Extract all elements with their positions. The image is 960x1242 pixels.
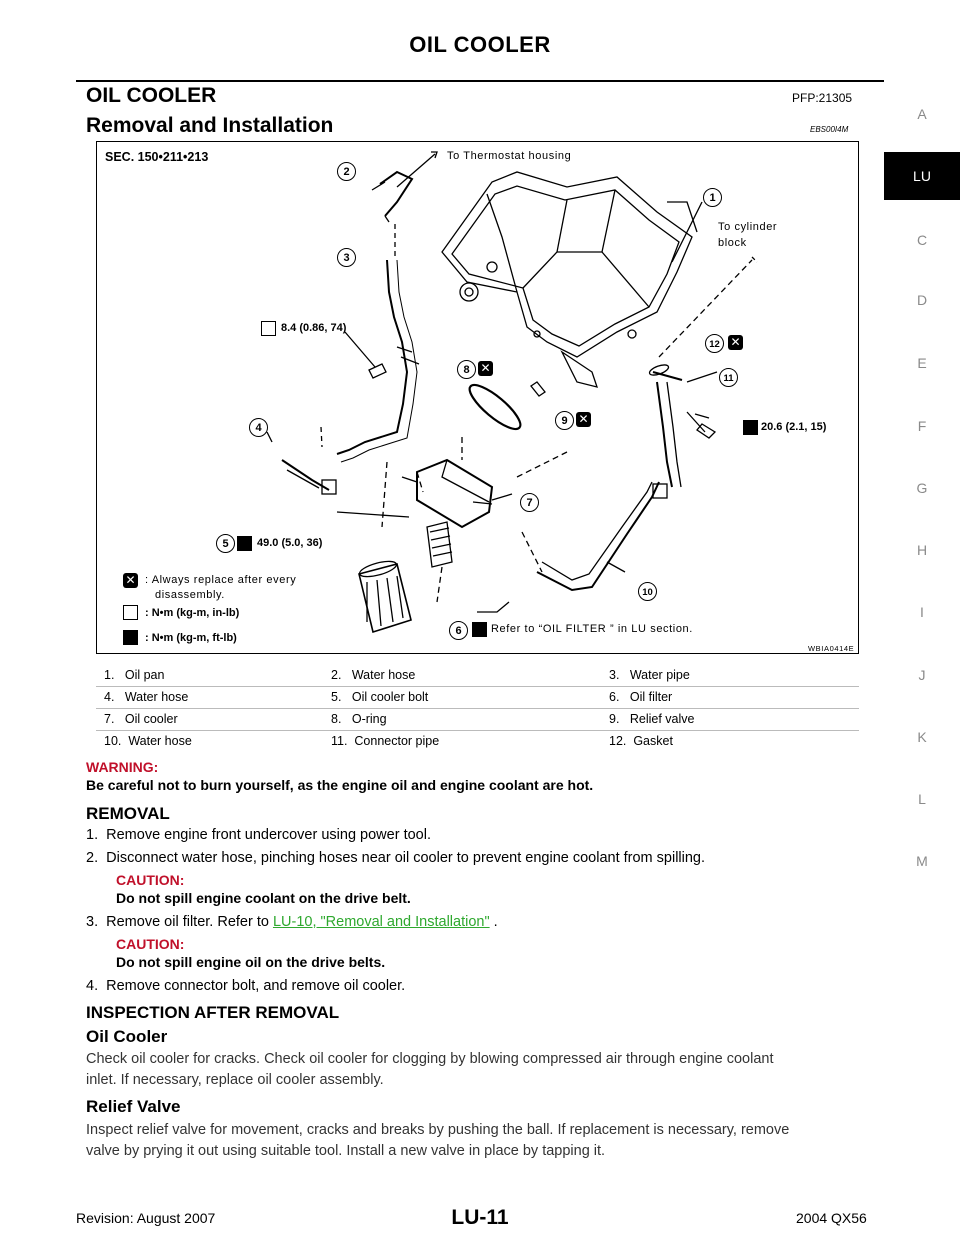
removal-step-2: 2. Disconnect water hose, pinching hoses… — [86, 850, 706, 866]
lu-10-link[interactable]: LU-10, "Removal and Installation" — [272, 914, 490, 930]
side-index-c[interactable]: C — [916, 232, 928, 248]
parts-list: 1. Oil pan 2. Water hose 3. Water pipe 4… — [96, 665, 859, 752]
callout-4: 4 — [249, 418, 268, 437]
callout-2: 2 — [337, 162, 356, 181]
callout-6: 6 — [449, 621, 468, 640]
replace-icon: ✕ — [728, 335, 743, 350]
torque-ft-lb-icon — [123, 630, 138, 645]
removal-step-3-end: . — [489, 914, 498, 930]
footer-model: 2004 QX56 — [796, 1210, 867, 1226]
part-item: 12. Gasket — [609, 734, 673, 748]
relief-valve-subheading: Relief Valve — [86, 1097, 181, 1116]
figure-section-code: SEC. 150•211•213 — [105, 150, 209, 164]
torque-ft-lb-icon — [743, 420, 758, 435]
legend-in-lb: : N•m (kg-m, in-lb) — [145, 607, 240, 619]
figure-label-block: block — [718, 237, 747, 249]
callout-5: 5 — [216, 534, 235, 553]
figure-label-to-thermostat: To Thermostat housing — [447, 150, 572, 162]
part-item: 9. Relief valve — [609, 712, 695, 726]
side-index-g[interactable]: G — [916, 480, 928, 496]
removal-step-1: 1. Remove engine front undercover using … — [86, 827, 431, 843]
oil-filter-reference: Refer to “OIL FILTER ” in LU section. — [491, 623, 693, 635]
removal-step-3-text: 3. Remove oil filter. Refer to — [86, 914, 273, 930]
inspection-heading: INSPECTION AFTER REMOVAL — [86, 1003, 340, 1022]
oil-cooler-text-1: Check oil cooler for cracks. Check oil c… — [86, 1051, 774, 1067]
side-index-lu[interactable]: LU — [884, 152, 960, 200]
oil-cooler-text-2: inlet. If necessary, replace oil cooler … — [86, 1072, 384, 1088]
callout-8: 8 — [457, 360, 476, 379]
warning-heading: WARNING: — [86, 759, 159, 775]
torque-value-oil-cooler-bolt: 49.0 (5.0, 36) — [257, 537, 323, 549]
side-index-i[interactable]: I — [920, 604, 924, 620]
callout-1: 1 — [703, 188, 722, 207]
replace-icon: ✕ — [576, 412, 591, 427]
section-title: OIL COOLER — [86, 84, 217, 107]
parts-row: 1. Oil pan 2. Water hose 3. Water pipe — [96, 665, 859, 686]
torque-ft-lb-icon — [472, 622, 487, 637]
parts-row: 7. Oil cooler 8. O-ring 9. Relief valve — [96, 708, 859, 730]
subsection-title: Removal and Installation — [86, 114, 334, 137]
relief-valve-text-1: Inspect relief valve for movement, crack… — [86, 1122, 790, 1138]
callout-12: 12 — [705, 334, 724, 353]
removal-heading: REMOVAL — [86, 804, 170, 823]
callout-9: 9 — [555, 411, 574, 430]
side-index-e[interactable]: E — [917, 355, 927, 371]
callout-11: 11 — [719, 368, 738, 387]
side-index-k[interactable]: K — [917, 729, 927, 745]
torque-in-lb-icon — [261, 321, 276, 336]
callout-10: 10 — [638, 582, 657, 601]
torque-value-pipe-bolt: 8.4 (0.86, 74) — [281, 322, 347, 334]
part-item: 8. O-ring — [331, 712, 387, 726]
figure-label-to-cylinder: To cylinder — [718, 221, 778, 233]
part-item: 4. Water hose — [104, 690, 189, 704]
part-item: 1. Oil pan — [104, 668, 165, 682]
part-item: 10. Water hose — [104, 734, 192, 748]
removal-step-4: 4. Remove connector bolt, and remove oil… — [86, 978, 406, 994]
part-item: 5. Oil cooler bolt — [331, 690, 429, 704]
part-item: 2. Water hose — [331, 668, 416, 682]
torque-ft-lb-icon — [237, 536, 252, 551]
caution-text: Do not spill engine coolant on the drive… — [116, 890, 411, 906]
side-index-f[interactable]: F — [917, 418, 927, 434]
parts-row: 4. Water hose 5. Oil cooler bolt 6. Oil … — [96, 686, 859, 708]
legend-ft-lb: : N•m (kg-m, ft-lb) — [145, 632, 237, 644]
section-code: PFP:21305 — [792, 91, 853, 105]
header-rule — [76, 80, 884, 82]
part-item: 3. Water pipe — [609, 668, 690, 682]
caution-text: Do not spill engine oil on the drive bel… — [116, 954, 386, 970]
footer-revision: Revision: August 2007 — [76, 1210, 216, 1226]
exploded-view-figure: SEC. 150•211•213 To Thermostat housing T… — [96, 141, 859, 654]
part-item: 6. Oil filter — [609, 690, 673, 704]
legend-replace-line2: disassembly. — [155, 589, 225, 601]
replace-icon: ✕ — [478, 361, 493, 376]
legend-replace-line1: : Always replace after every — [145, 574, 297, 586]
torque-in-lb-icon — [123, 605, 138, 620]
side-index-h[interactable]: H — [916, 542, 928, 558]
removal-step-3: 3. Remove oil filter. Refer to LU-10, "R… — [86, 912, 498, 933]
part-item: 11. Connector pipe — [331, 734, 440, 748]
callout-3: 3 — [337, 248, 356, 267]
side-index-l[interactable]: L — [918, 791, 926, 807]
side-index-j[interactable]: J — [918, 667, 926, 683]
replace-icon: ✕ — [123, 573, 138, 588]
side-index: A LU C D E F G H I J K L M — [884, 0, 960, 1242]
oil-cooler-subheading: Oil Cooler — [86, 1027, 168, 1046]
page-title: OIL COOLER — [409, 32, 551, 57]
side-index-d[interactable]: D — [916, 292, 928, 308]
caution-heading: CAUTION: — [116, 936, 185, 952]
side-index-a[interactable]: A — [917, 106, 927, 122]
part-item: 7. Oil cooler — [104, 712, 178, 726]
torque-value-connector-bolt: 20.6 (2.1, 15) — [761, 421, 827, 433]
callout-7: 7 — [520, 493, 539, 512]
figure-code: WBIA0414E — [808, 644, 855, 653]
caution-heading: CAUTION: — [116, 872, 185, 888]
warning-text: Be careful not to burn yourself, as the … — [86, 777, 594, 793]
parts-row: 10. Water hose 11. Connector pipe 12. Ga… — [96, 730, 859, 752]
footer-page-number: LU-11 — [451, 1206, 509, 1229]
side-index-m[interactable]: M — [916, 853, 928, 869]
exploded-view-drawing — [266, 151, 758, 634]
subsection-code: EBS00I4M — [810, 125, 849, 134]
relief-valve-text-2: valve by prying it out using suitable to… — [86, 1143, 606, 1159]
